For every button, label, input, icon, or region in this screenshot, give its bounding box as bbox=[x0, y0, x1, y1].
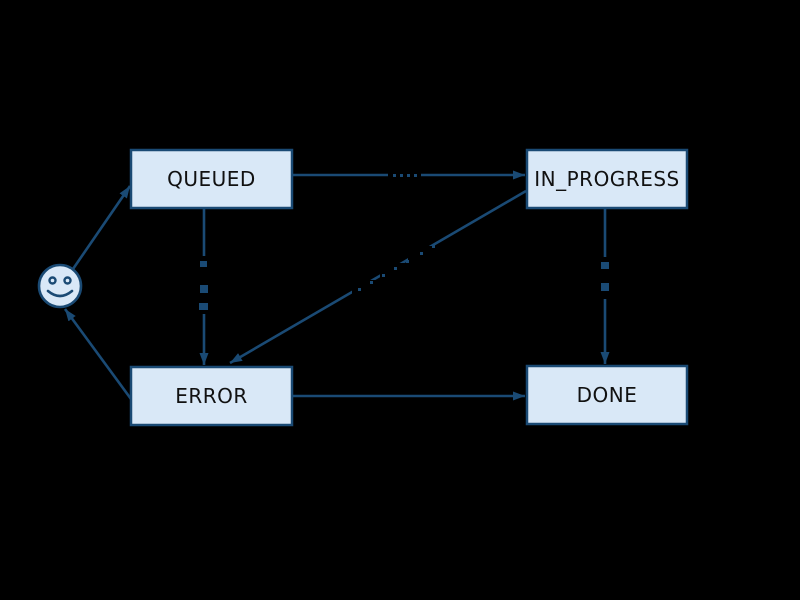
edge-inprogress-to-error bbox=[229, 189, 527, 365]
smiley-face-icon bbox=[37, 263, 83, 309]
smiley-mouth bbox=[46, 289, 74, 298]
smiley-left-eye bbox=[48, 276, 57, 285]
state-box bbox=[129, 148, 294, 210]
start-node bbox=[37, 263, 83, 309]
edge-start-to-queued bbox=[71, 185, 132, 270]
state-box bbox=[525, 148, 689, 210]
state-label-error: ERROR bbox=[175, 384, 248, 408]
state-box bbox=[129, 365, 294, 427]
state-label-in-progress: IN_PROGRESS bbox=[534, 167, 679, 191]
state-box bbox=[525, 364, 689, 426]
state-label-done: DONE bbox=[577, 383, 638, 407]
state-node-error: ERROR bbox=[129, 365, 294, 427]
state-node-done: DONE bbox=[525, 364, 689, 426]
smiley-right-eye bbox=[63, 276, 72, 285]
edge-label-occlusions bbox=[195, 167, 614, 314]
state-label-queued: QUEUED bbox=[167, 167, 256, 191]
state-node-queued: QUEUED bbox=[129, 148, 294, 210]
state-node-in-progress: IN_PROGRESS bbox=[525, 148, 689, 210]
edge-error-to-start bbox=[63, 308, 133, 400]
